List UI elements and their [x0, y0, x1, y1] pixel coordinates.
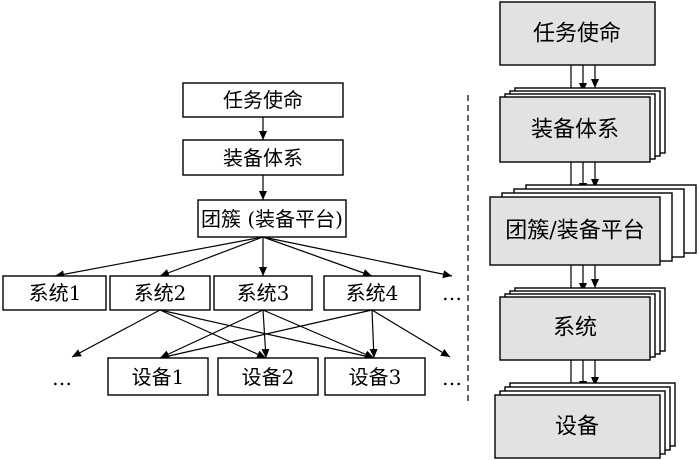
left-system-of-systems-label: 装备体系	[223, 146, 303, 170]
left-mission-box	[182, 82, 344, 118]
right-device-label: 设备	[555, 415, 599, 440]
left-hierarchy: 任务使命 装备体系 团簇 (装备平台) 系统1 系统2 系统3 系统4 …	[2, 82, 462, 396]
right-mission-label: 任务使命	[533, 22, 621, 47]
left-device-box-2	[217, 357, 319, 396]
left-system-box-2	[109, 275, 211, 311]
left-system-label-1: 系统1	[29, 281, 82, 305]
left-device-label-1: 设备1	[132, 365, 185, 389]
arrow	[159, 309, 264, 359]
arrow	[262, 309, 375, 359]
left-device-label-2: 设备2	[242, 365, 295, 389]
left-cluster-box	[197, 199, 347, 238]
right-device-box	[494, 394, 661, 459]
left-system-box-3	[213, 275, 313, 311]
right-system-of-systems-label: 装备体系	[531, 118, 619, 143]
left-system-label-2: 系统2	[134, 281, 187, 305]
left-devices-ellipsis-right: …	[442, 366, 462, 390]
right-cluster-box	[489, 196, 661, 266]
left-device-label-3: 设备3	[349, 365, 402, 389]
left-systems-ellipsis: …	[442, 281, 462, 305]
left-devices-ellipsis-left: …	[52, 366, 72, 390]
right-hierarchy: 任务使命 装备体系 团簇/装备平台 系统	[489, 1, 697, 459]
left-system-box-4	[323, 275, 421, 311]
left-cluster-label: 团簇 (装备平台)	[201, 207, 343, 231]
arrow	[71, 309, 161, 358]
arrow	[369, 309, 378, 359]
right-system-label: 系统	[553, 316, 597, 341]
arrow	[159, 309, 267, 359]
arrow	[159, 236, 264, 277]
left-system-label-3: 系统3	[237, 281, 290, 305]
left-system-label-4: 系统4	[346, 281, 399, 305]
right-mission-box	[499, 1, 656, 66]
arrow	[262, 236, 373, 277]
left-system-box-1	[2, 275, 107, 311]
arrow	[159, 309, 373, 360]
right-system-of-systems-box	[499, 96, 651, 163]
right-system-box	[499, 296, 651, 361]
left-mission-label: 任务使命	[223, 88, 303, 112]
left-device-box-3	[324, 357, 426, 396]
right-cluster-label: 团簇/装备平台	[505, 219, 644, 244]
arrow	[54, 236, 264, 279]
arrow	[262, 236, 453, 279]
left-device-box-1	[107, 357, 209, 396]
arrow	[371, 309, 451, 358]
left-system-of-systems-box	[182, 139, 344, 176]
